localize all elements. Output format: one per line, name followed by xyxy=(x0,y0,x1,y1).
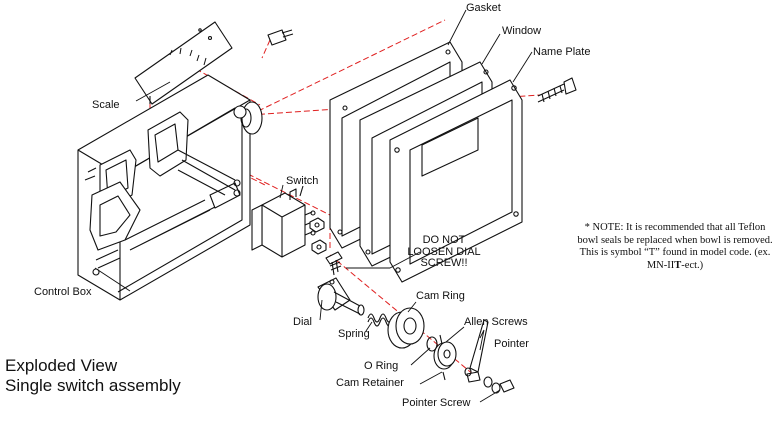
name-plate-screw xyxy=(537,77,577,103)
warning-line-2: LOOSEN DIAL xyxy=(407,245,481,258)
spring xyxy=(367,313,393,327)
teflon-seal-note: * NOTE: It is recommended that all Teflo… xyxy=(576,222,774,272)
control-box xyxy=(77,74,263,301)
note-text-end: -ect.) xyxy=(681,259,704,271)
pointer-screw-part xyxy=(499,379,515,393)
label-control-box: Control Box xyxy=(34,286,92,298)
label-scale: Scale xyxy=(92,99,120,111)
cam-retainer xyxy=(433,334,457,381)
switch-assembly xyxy=(251,185,316,258)
caption-title: Exploded View xyxy=(5,356,118,375)
pointer xyxy=(466,319,489,383)
label-pointer-screw: Pointer Screw xyxy=(402,397,471,409)
o-ring xyxy=(426,336,438,352)
name-plate xyxy=(389,79,523,283)
label-spring: Spring xyxy=(338,328,370,340)
note-text: * NOTE: It is recommended that all Teflo… xyxy=(577,222,773,271)
dial-screw xyxy=(325,251,343,276)
switch-nuts xyxy=(309,217,327,255)
pointer-washers xyxy=(464,367,501,394)
caption-subtitle: Single switch assembly xyxy=(5,376,181,395)
note-symbol: T xyxy=(674,259,682,271)
warning-line-1: DO NOT xyxy=(422,234,466,246)
label-dial: Dial xyxy=(293,316,312,328)
label-window: Window xyxy=(502,25,542,37)
label-gasket: Gasket xyxy=(466,2,501,14)
dial-screw-warning: DO NOT LOOSEN DIAL SCREW!! xyxy=(390,234,498,270)
label-cam-ring: Cam Ring xyxy=(416,290,465,302)
leader-lines xyxy=(94,9,533,403)
label-allen-screws: Allen Screws xyxy=(464,316,528,328)
label-o-ring: O Ring xyxy=(364,360,399,372)
scale-screw xyxy=(267,29,294,46)
label-pointer: Pointer xyxy=(494,338,529,350)
warning-line-3: SCREW!! xyxy=(420,257,468,269)
label-name-plate: Name Plate xyxy=(533,46,591,58)
dial-knob xyxy=(317,277,365,316)
cam-ring xyxy=(387,307,425,349)
label-switch: Switch xyxy=(286,175,319,187)
label-cam-retainer: Cam Retainer xyxy=(336,377,404,389)
